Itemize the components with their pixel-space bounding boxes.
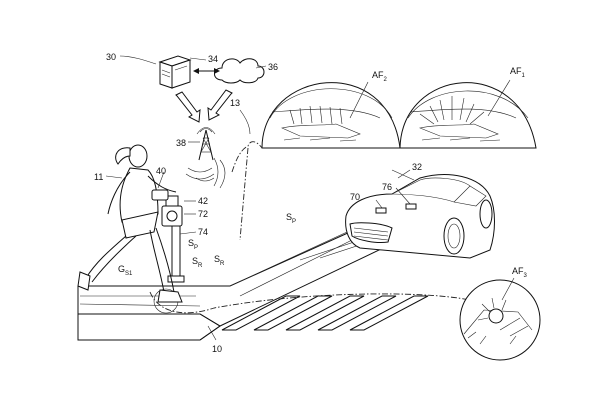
label-sr-b: SR (214, 254, 225, 267)
label-gs1: GS1 (118, 264, 133, 277)
label-32: 32 (412, 162, 422, 172)
label-70: 70 (350, 192, 360, 202)
label-af2: AF2 (372, 70, 388, 83)
sensor-field-af1 (399, 82, 537, 149)
label-36: 36 (268, 62, 278, 72)
label-76: 76 (382, 182, 392, 192)
leader-af1 (487, 79, 511, 117)
label-34: 34 (208, 54, 218, 64)
label-38: 38 (176, 138, 186, 148)
label-af3: AF3 (512, 266, 528, 279)
label-72: 72 (198, 209, 208, 219)
label-40: 40 (156, 166, 166, 176)
crosswalk-zone (149, 291, 471, 314)
sensor-field-af3 (459, 277, 541, 361)
wireless-waves-icon (185, 157, 226, 189)
hollow-arrow-icon (175, 89, 233, 123)
link-line-road (239, 147, 249, 241)
label-10: 10 (212, 344, 222, 354)
crosswalk (221, 295, 429, 331)
link-line (231, 141, 263, 173)
label-11: 11 (94, 172, 103, 182)
label-42: 42 (198, 196, 208, 206)
sidewalk (77, 225, 401, 341)
label-sr-a: SR (192, 256, 203, 269)
label-74: 74 (198, 227, 208, 237)
leader-af2 (349, 81, 369, 119)
sensor-field-af2 (261, 82, 401, 149)
pedestrian-signal (161, 195, 197, 283)
vehicle-drawing (345, 169, 495, 259)
label-30: 30 (106, 52, 116, 62)
server-icon (158, 55, 192, 89)
label-af1: AF1 (510, 66, 526, 79)
label-sp-road: SP (286, 212, 296, 225)
leader-lines (105, 55, 411, 189)
double-arrow-icon (193, 68, 220, 74)
leader-10 (207, 325, 217, 341)
tower-icon (196, 127, 216, 161)
leader-13 (239, 109, 251, 135)
cloud-icon (214, 58, 265, 84)
runner-figure (77, 144, 183, 303)
label-13: 13 (230, 98, 240, 108)
label-sp-post: SP (188, 238, 198, 251)
